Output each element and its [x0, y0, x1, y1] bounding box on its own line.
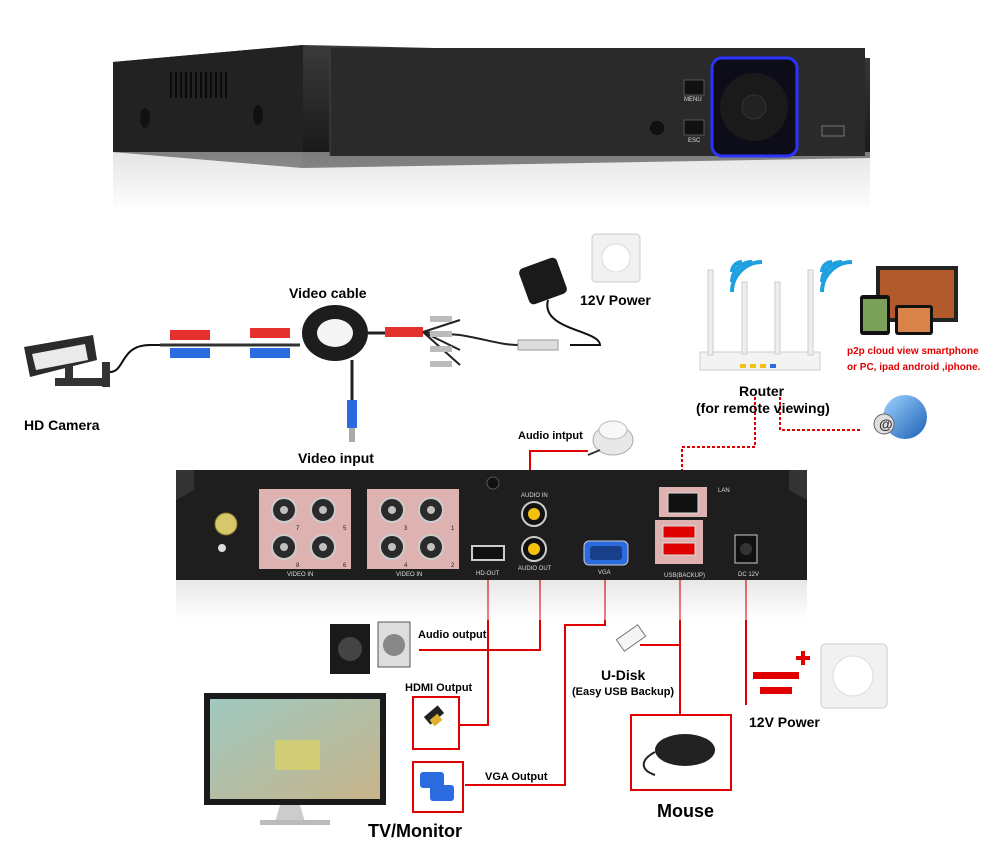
video-in-left-label: VIDEO IN — [287, 572, 314, 578]
mouse-label: Mouse — [657, 801, 715, 821]
channel-2: 2 — [451, 563, 455, 569]
audio-in-port-label: AUDIO IN — [521, 493, 548, 499]
tv-monitor-label: TV/Monitor — [368, 821, 462, 841]
router-illustration — [699, 260, 853, 371]
hd-camera-label: HD Camera — [24, 417, 100, 433]
dvr-front-unit — [113, 45, 870, 212]
microphone-illustration — [587, 420, 634, 456]
esc-button-label: ESC — [688, 138, 701, 144]
power-adapter-illustration — [519, 233, 641, 346]
power-symbol-illustration — [753, 643, 888, 709]
channel-8: 8 — [296, 563, 300, 569]
hd-camera-illustration — [24, 335, 110, 387]
mouse-illustration — [630, 714, 732, 791]
audio-out-port-label: AUDIO OUT — [518, 566, 552, 572]
udisk-sub-label: (Easy USB Backup) — [572, 686, 675, 698]
p2p-line2: or PC, ipad android ,iphone. — [847, 362, 981, 373]
mobile-devices-illustration — [860, 266, 958, 335]
router-sub-label: (for remote viewing) — [696, 400, 830, 416]
channel-7: 7 — [296, 526, 300, 532]
video-cable-label: Video cable — [289, 285, 367, 301]
power-top-label: 12V Power — [580, 292, 651, 308]
channel-5: 5 — [343, 526, 347, 532]
audio-output-label: Audio output — [418, 629, 487, 641]
channel-3: 3 — [404, 526, 408, 532]
svg-text:@: @ — [879, 416, 893, 432]
hd-out-port-label: HD-OUT — [476, 571, 500, 577]
audio-input-label: Audio intput — [518, 430, 583, 442]
vga-port-label: VGA — [598, 570, 611, 576]
router-label: Router — [739, 383, 785, 399]
hdmi-cable-illustration — [412, 696, 460, 750]
channel-4: 4 — [404, 563, 408, 569]
power-bottom-label: 12V Power — [749, 714, 820, 730]
speakers-illustration — [330, 621, 411, 674]
vga-cable-illustration — [412, 761, 464, 813]
channel-6: 6 — [343, 563, 347, 569]
video-cable-illustration — [160, 305, 559, 442]
hdmi-output-label: HDMI Output — [405, 682, 473, 694]
dc-port-label: DC 12V — [738, 572, 760, 578]
internet-globe-illustration: @ — [873, 395, 927, 439]
p2p-line1: p2p cloud view smartphone — [847, 346, 979, 357]
udisk-illustration — [615, 624, 647, 652]
dvr-back-panel — [176, 470, 807, 620]
video-input-label: Video input — [298, 450, 374, 466]
tv-monitor-illustration — [204, 693, 386, 825]
udisk-label: U-Disk — [601, 667, 646, 683]
vga-output-label: VGA Output — [485, 771, 548, 783]
video-in-right-label: VIDEO IN — [396, 572, 423, 578]
usb-port-label: USB(BACKUP) — [664, 573, 706, 579]
menu-button-label: MENU — [684, 97, 702, 103]
channel-1: 1 — [451, 526, 455, 532]
lan-port-label: LAN — [718, 488, 730, 494]
